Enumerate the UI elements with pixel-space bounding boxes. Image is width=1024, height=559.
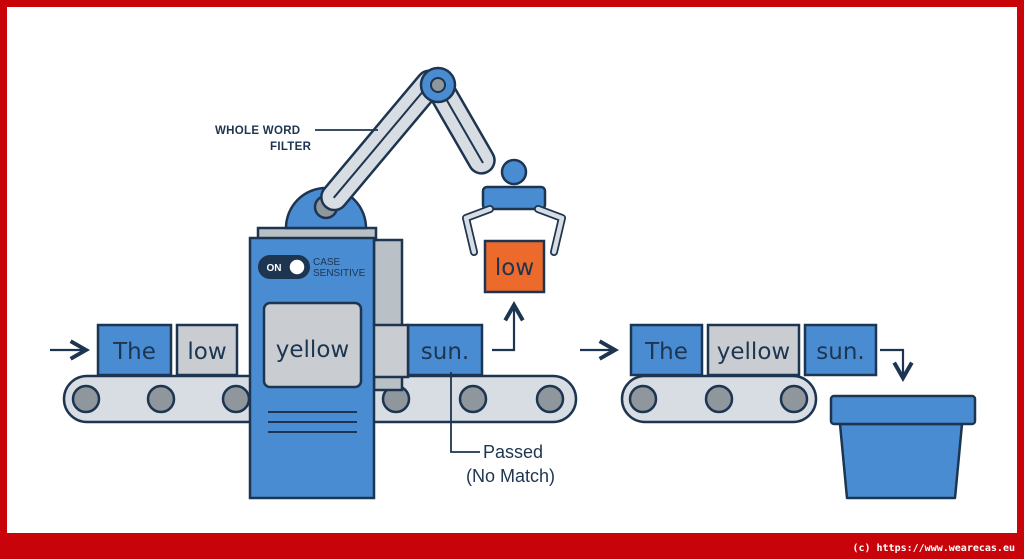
output-word-block-yellow: yellow	[706, 323, 801, 377]
belt-roller	[628, 384, 658, 414]
word-text: yellow	[717, 339, 790, 365]
matched-word-block: low	[483, 239, 546, 294]
word-text: low	[495, 255, 534, 281]
robot-arm	[320, 66, 566, 256]
belt-roller	[146, 384, 176, 414]
filter-label-line2: FILTER	[270, 141, 312, 153]
word-block-sun: sun.	[406, 323, 484, 377]
arrow-down-icon	[880, 348, 914, 382]
belt-roller	[535, 384, 565, 414]
passed-label-line2: (No Match)	[466, 466, 555, 486]
filter-label-line1: WHOLE WORD	[215, 125, 300, 137]
toggle-label-line1: CASE	[313, 257, 341, 268]
word-text: The	[644, 339, 688, 365]
word-block-low: low	[175, 323, 239, 377]
passed-label-line1: Passed	[483, 442, 543, 462]
belt-roller	[221, 384, 251, 414]
output-conveyor-belt	[620, 374, 818, 424]
output-word-block-the: The	[629, 323, 704, 377]
word-block-the: The	[96, 323, 173, 377]
filter-machine: yellow	[248, 186, 410, 500]
belt-roller	[71, 384, 101, 414]
toggle-label-line2: SENSITIVE	[313, 268, 366, 279]
passed-leader-line	[450, 372, 480, 453]
arrow-up-icon	[492, 301, 525, 352]
output-word-block-sun: sun.	[803, 323, 878, 377]
belt-roller	[779, 384, 809, 414]
copyright-notice: (c) https://www.wearecas.eu	[852, 543, 1015, 554]
word-text: The	[112, 339, 156, 365]
word-text: yellow	[276, 337, 349, 363]
collection-bin-icon	[829, 394, 977, 500]
word-text: sun.	[421, 339, 469, 365]
belt-roller	[704, 384, 734, 414]
word-text: low	[187, 339, 226, 365]
word-text: sun.	[816, 339, 864, 365]
toggle-state-label: ON	[267, 263, 282, 274]
belt-roller	[458, 384, 488, 414]
case-sensitive-toggle[interactable]: ON	[258, 255, 310, 279]
